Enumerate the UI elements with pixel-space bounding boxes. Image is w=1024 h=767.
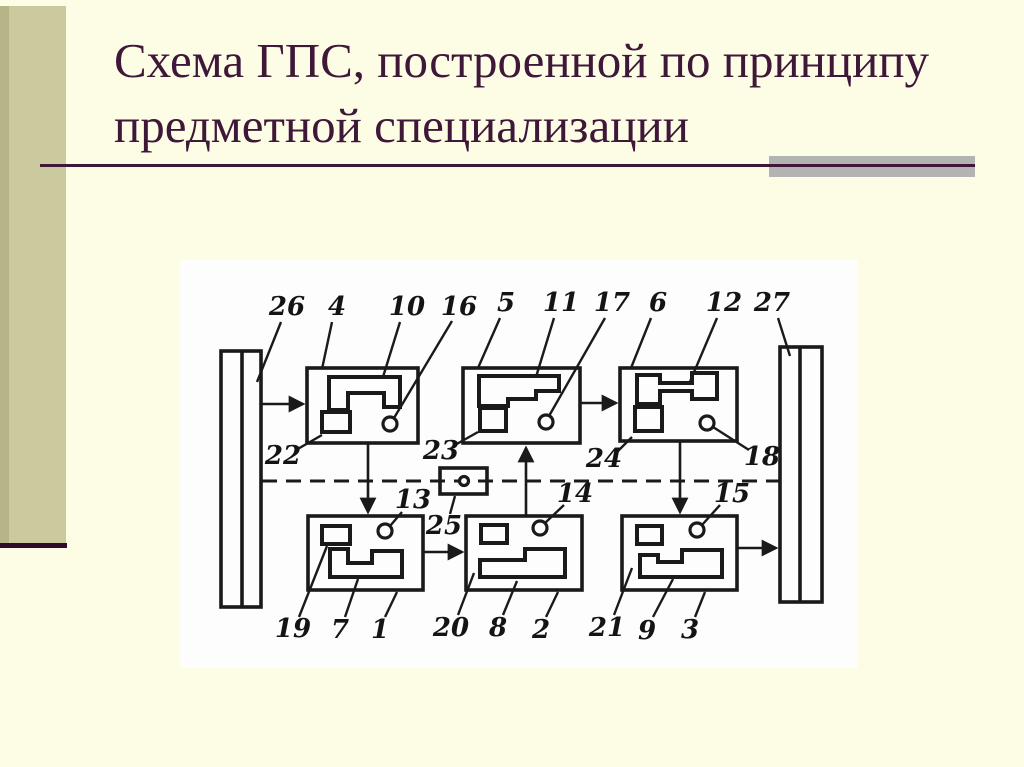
left-accent-bar: [0, 6, 66, 543]
title-rule: [40, 164, 975, 167]
slide-title: Схема ГПС, построенной по принципу предм…: [114, 28, 994, 158]
slide-title-line1: Схема ГПС, построенной по принципу: [114, 33, 930, 88]
diagram-label-27: 27: [753, 288, 790, 318]
leader-line-12: [687, 317, 719, 385]
diagram-label-7: 7: [331, 615, 349, 645]
leader-line-23: [454, 430, 479, 447]
leader-line-14: [544, 504, 565, 524]
leader-line-18: [712, 425, 750, 452]
diagram-label-18: 18: [744, 442, 780, 472]
left-accent-bar-bottom-stripe: [0, 543, 67, 548]
leader-line-27: [776, 317, 792, 357]
transport-cart: [438, 466, 489, 496]
slide-title-line2: предметной специализации: [114, 98, 689, 153]
diagram-label-1: 1: [371, 615, 389, 645]
diagram-label-8: 8: [488, 613, 507, 643]
leader-line-13: [389, 511, 403, 527]
leader-line-4: [320, 321, 334, 370]
machine-block-5: [464, 514, 584, 592]
diagram-label-14: 14: [557, 479, 593, 509]
diagram-label-24: 24: [585, 444, 622, 474]
diagram-label-10: 10: [389, 292, 425, 322]
leader-line-19: [297, 545, 329, 618]
diagram-label-13: 13: [395, 485, 431, 515]
diagram-label-2: 2: [531, 615, 550, 645]
leader-line-3: [693, 591, 707, 618]
leader-line-20: [456, 572, 476, 616]
leader-line-24: [615, 436, 633, 454]
diagram-label-9: 9: [638, 616, 656, 646]
diagram-label-19: 19: [275, 614, 311, 644]
diagram-label-4: 4: [328, 292, 346, 322]
leader-line-8: [501, 580, 519, 616]
leader-line-15: [701, 504, 721, 526]
diagram-label-16: 16: [441, 292, 477, 322]
diagram-label-25: 25: [425, 511, 462, 541]
leader-line-22: [295, 433, 323, 452]
machine-block-2: [461, 366, 582, 445]
diagram-label-22: 22: [264, 441, 301, 471]
diagram-label-12: 12: [706, 288, 742, 318]
left-storage-rack: [219, 349, 263, 609]
leader-line-17: [547, 317, 607, 417]
leader-line-5: [476, 317, 502, 369]
diagram-label-3: 3: [681, 615, 699, 645]
machine-block-1: [305, 366, 420, 445]
diagram-label-26: 26: [268, 292, 305, 322]
machine-block-6: [620, 514, 739, 592]
leader-line-16: [392, 320, 454, 419]
flow-arrows: [261, 394, 779, 561]
leader-line-26: [255, 321, 283, 383]
leader-line-25: [448, 495, 457, 515]
leader-line-1: [383, 591, 399, 618]
leader-line-10: [381, 321, 402, 378]
leader-line-7: [343, 578, 360, 618]
diagram-label-20: 20: [432, 613, 469, 643]
machine-block-3: [618, 366, 739, 443]
diagram-label-11: 11: [543, 288, 579, 318]
leader-line-9: [651, 578, 675, 618]
diagram-label-15: 15: [714, 479, 750, 509]
leader-line-11: [534, 317, 556, 378]
leader-line-6: [629, 317, 653, 369]
leader-line-21: [612, 567, 634, 616]
diagram-label-6: 6: [649, 288, 667, 318]
diagram-label-23: 23: [422, 436, 459, 466]
diagram-label-5: 5: [497, 288, 515, 318]
leader-line-2: [544, 591, 560, 618]
diagram-label-21: 21: [588, 613, 625, 643]
right-storage-rack: [778, 345, 824, 604]
diagram-label-17: 17: [594, 288, 630, 318]
fms-diagram-svg: 2641016511176122722232418132514151971208…: [219, 288, 824, 646]
